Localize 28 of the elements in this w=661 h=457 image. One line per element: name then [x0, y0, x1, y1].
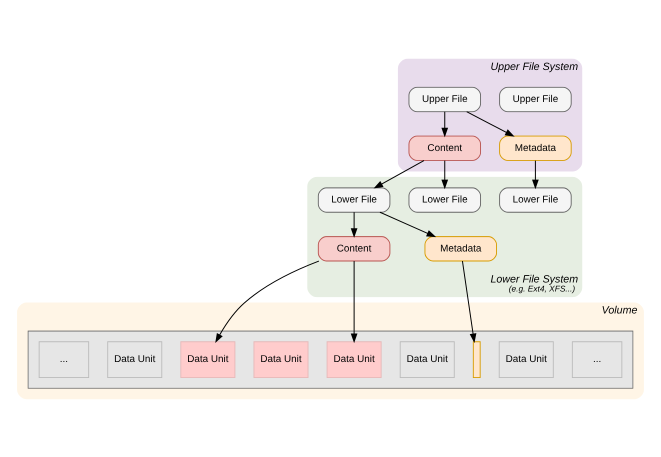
node-box: Lower File: [499, 186, 572, 212]
node-box: Data Unit: [180, 340, 236, 378]
arrow: [441, 160, 448, 189]
arrow: [350, 260, 358, 343]
node-box: Upper File: [499, 86, 572, 112]
node-box: Lower File: [408, 186, 482, 212]
arrow: [350, 211, 358, 238]
node-box: Metadata: [424, 236, 497, 261]
node-box: Data Unit: [326, 340, 382, 378]
arrow: [379, 211, 436, 237]
arrow: [374, 160, 424, 188]
arrow: [215, 260, 320, 342]
node-box: Content: [408, 135, 482, 160]
node-box: Upper File: [408, 86, 482, 112]
node-box: Content: [318, 236, 390, 261]
node-box: Data Unit: [498, 340, 554, 378]
arrow: [466, 110, 515, 136]
node-box: Lower File: [318, 186, 390, 212]
arrow: [441, 110, 448, 137]
node-box: Data Unit: [254, 340, 308, 378]
arrow: [462, 260, 476, 343]
arrow: [532, 160, 539, 189]
node-box: Data Unit: [107, 340, 162, 378]
node-box: ...: [38, 340, 90, 378]
node-bar: [472, 340, 481, 378]
node-box: Metadata: [499, 135, 572, 160]
node-box: Data Unit: [400, 340, 455, 378]
node-box: ...: [572, 340, 622, 378]
